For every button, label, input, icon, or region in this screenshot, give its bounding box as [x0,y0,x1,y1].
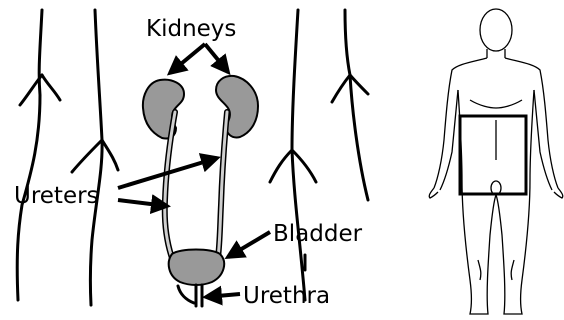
urethra [178,285,202,306]
bladder [169,250,224,286]
ureters [165,112,227,258]
kidneys [143,76,258,139]
bladder-label: Bladder [273,221,363,247]
right-kidney [216,76,258,138]
body-figure [429,9,563,314]
urethra-label: Urethra [243,283,330,309]
ureters-label: Ureters [14,183,99,209]
kidneys-label: Kidneys [146,16,236,42]
left-kidney [143,80,184,139]
